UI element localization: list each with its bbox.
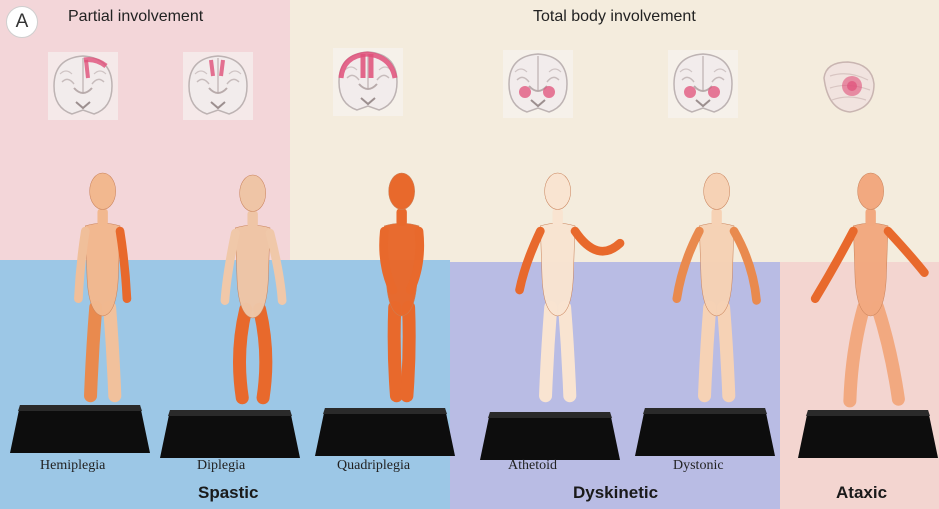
subtype-label-athetoid: Athetoid — [508, 458, 557, 474]
cerebellum-icon — [820, 58, 878, 116]
brain-coronal-icon — [503, 50, 573, 118]
total-body-involvement-header: Total body involvement — [533, 8, 696, 26]
diplegia-figure — [192, 142, 322, 442]
brain-coronal-icon — [48, 52, 118, 120]
ataxic-figure — [810, 140, 939, 440]
dystonic-figure — [656, 140, 786, 440]
brain-coronal-icon — [183, 52, 253, 120]
athetoid-figure — [497, 140, 627, 440]
quadriplegia-figure — [341, 140, 471, 440]
hemiplegia-figure — [42, 140, 172, 440]
brain-coronal-icon — [668, 50, 738, 118]
subtype-label-quadriplegia: Quadriplegia — [337, 458, 410, 474]
panel-letter: A — [6, 6, 38, 38]
subtype-label-hemiplegia: Hemiplegia — [40, 458, 105, 474]
category-label-dyskinetic: Dyskinetic — [573, 483, 658, 503]
category-label-ataxic: Ataxic — [836, 483, 887, 503]
subtype-label-dystonic: Dystonic — [673, 458, 724, 474]
partial-involvement-header: Partial involvement — [68, 8, 203, 26]
brain-coronal-icon — [333, 48, 403, 116]
subtype-label-diplegia: Diplegia — [197, 458, 245, 474]
category-label-spastic: Spastic — [198, 483, 258, 503]
